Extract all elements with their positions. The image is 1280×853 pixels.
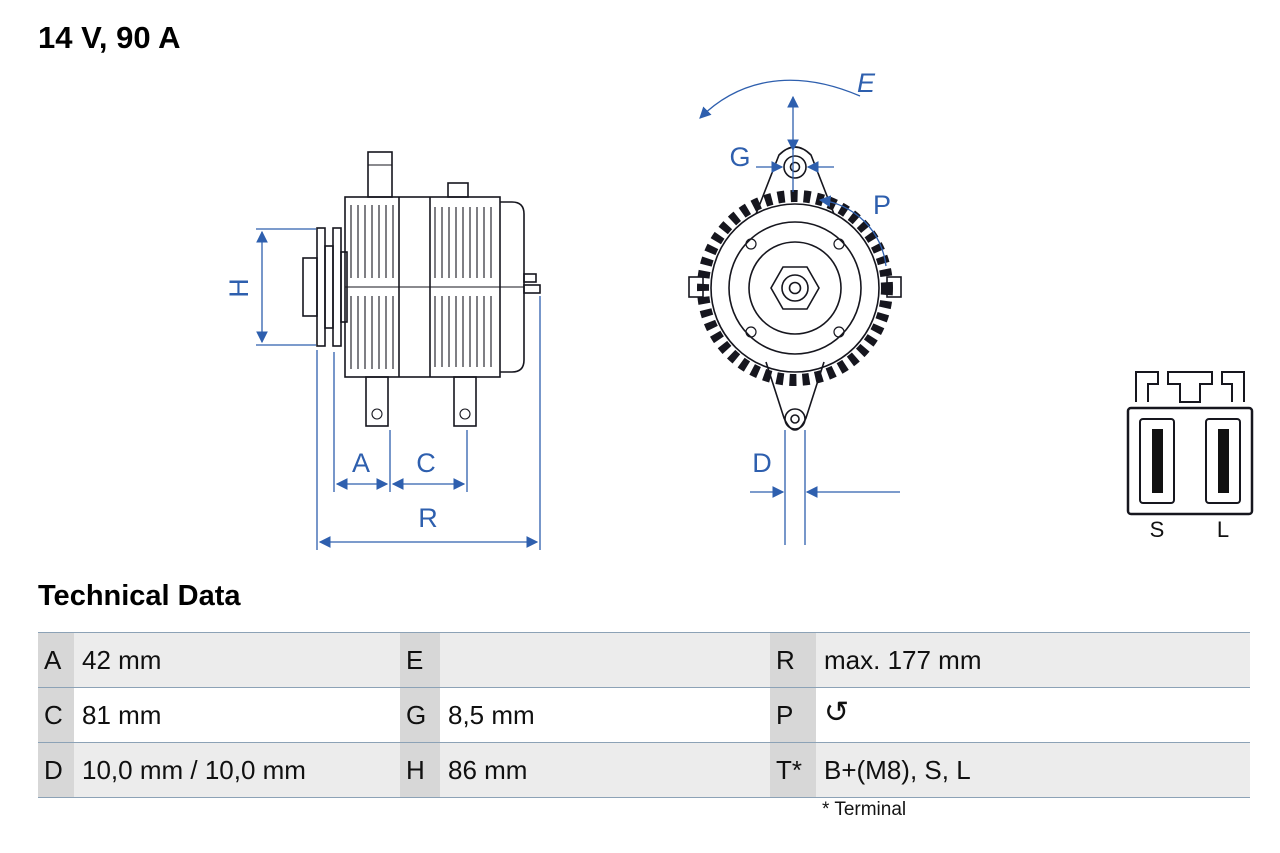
- dim-value-T: B+(M8), S, L: [816, 743, 1250, 797]
- alternator-technical-drawing: H A C R: [224, 68, 1254, 550]
- dim-value-A: 42 mm: [74, 633, 400, 687]
- rotation-direction-icon: ↺: [824, 696, 850, 729]
- dim-label-H: H: [224, 278, 254, 298]
- table-row: A 42 mm E R max. 177 mm: [38, 633, 1250, 688]
- front-view-dimension-labels: E G P D: [729, 68, 891, 478]
- dim-key-E: E: [400, 633, 440, 687]
- dim-value-C: 81 mm: [74, 688, 400, 742]
- side-view-drawing: [302, 151, 541, 427]
- connector-diagram: [1126, 371, 1254, 516]
- table-row: D 10,0 mm / 10,0 mm H 86 mm T* B+(M8), S…: [38, 743, 1250, 798]
- dim-value-P: ↺: [816, 688, 1250, 742]
- table-row: C 81 mm G 8,5 mm P ↺: [38, 688, 1250, 743]
- terminal-footnote: * Terminal: [822, 799, 907, 820]
- dim-label-G: G: [729, 142, 750, 172]
- dim-label-D: D: [752, 448, 772, 478]
- dim-value-D: 10,0 mm / 10,0 mm: [74, 743, 400, 797]
- dim-label-R: R: [418, 503, 438, 533]
- dim-label-C: C: [416, 448, 436, 478]
- dim-key-H: H: [400, 743, 440, 797]
- dim-value-R: max. 177 mm: [816, 633, 1250, 687]
- dim-key-P: P: [770, 688, 816, 742]
- terminal-label-l: L: [1217, 517, 1229, 542]
- dim-value-H: 86 mm: [440, 743, 770, 797]
- technical-data-table: A 42 mm E R max. 177 mm C 81 mm G 8,5 mm…: [38, 632, 1250, 798]
- terminal-label-s: S: [1150, 517, 1165, 542]
- connector-labels: S L: [1150, 517, 1229, 542]
- product-rating: 14 V, 90 A: [38, 20, 181, 55]
- terminal-pin-l: [1218, 429, 1229, 493]
- dim-label-A: A: [352, 448, 370, 478]
- side-view-dimension-labels: H A C R: [224, 278, 438, 533]
- rear-fins: [434, 207, 492, 367]
- dim-key-G: G: [400, 688, 440, 742]
- front-view-drawing: [688, 146, 902, 431]
- dim-key-R: R: [770, 633, 816, 687]
- side-view-dimensions: [256, 228, 541, 550]
- technical-data-heading: Technical Data: [38, 580, 241, 612]
- dim-value-G: 8,5 mm: [440, 688, 770, 742]
- front-view-dimensions: [699, 79, 900, 545]
- dim-key-A: A: [38, 633, 74, 687]
- terminal-pin-s: [1152, 429, 1163, 493]
- front-fins: [350, 205, 394, 369]
- shaft-nut-hex: [770, 266, 820, 310]
- dim-value-E: [440, 633, 770, 687]
- dim-key-D: D: [38, 743, 74, 797]
- dim-key-T: T*: [770, 743, 816, 797]
- dim-label-E: E: [857, 68, 876, 98]
- dim-label-P: P: [873, 190, 891, 220]
- dim-key-C: C: [38, 688, 74, 742]
